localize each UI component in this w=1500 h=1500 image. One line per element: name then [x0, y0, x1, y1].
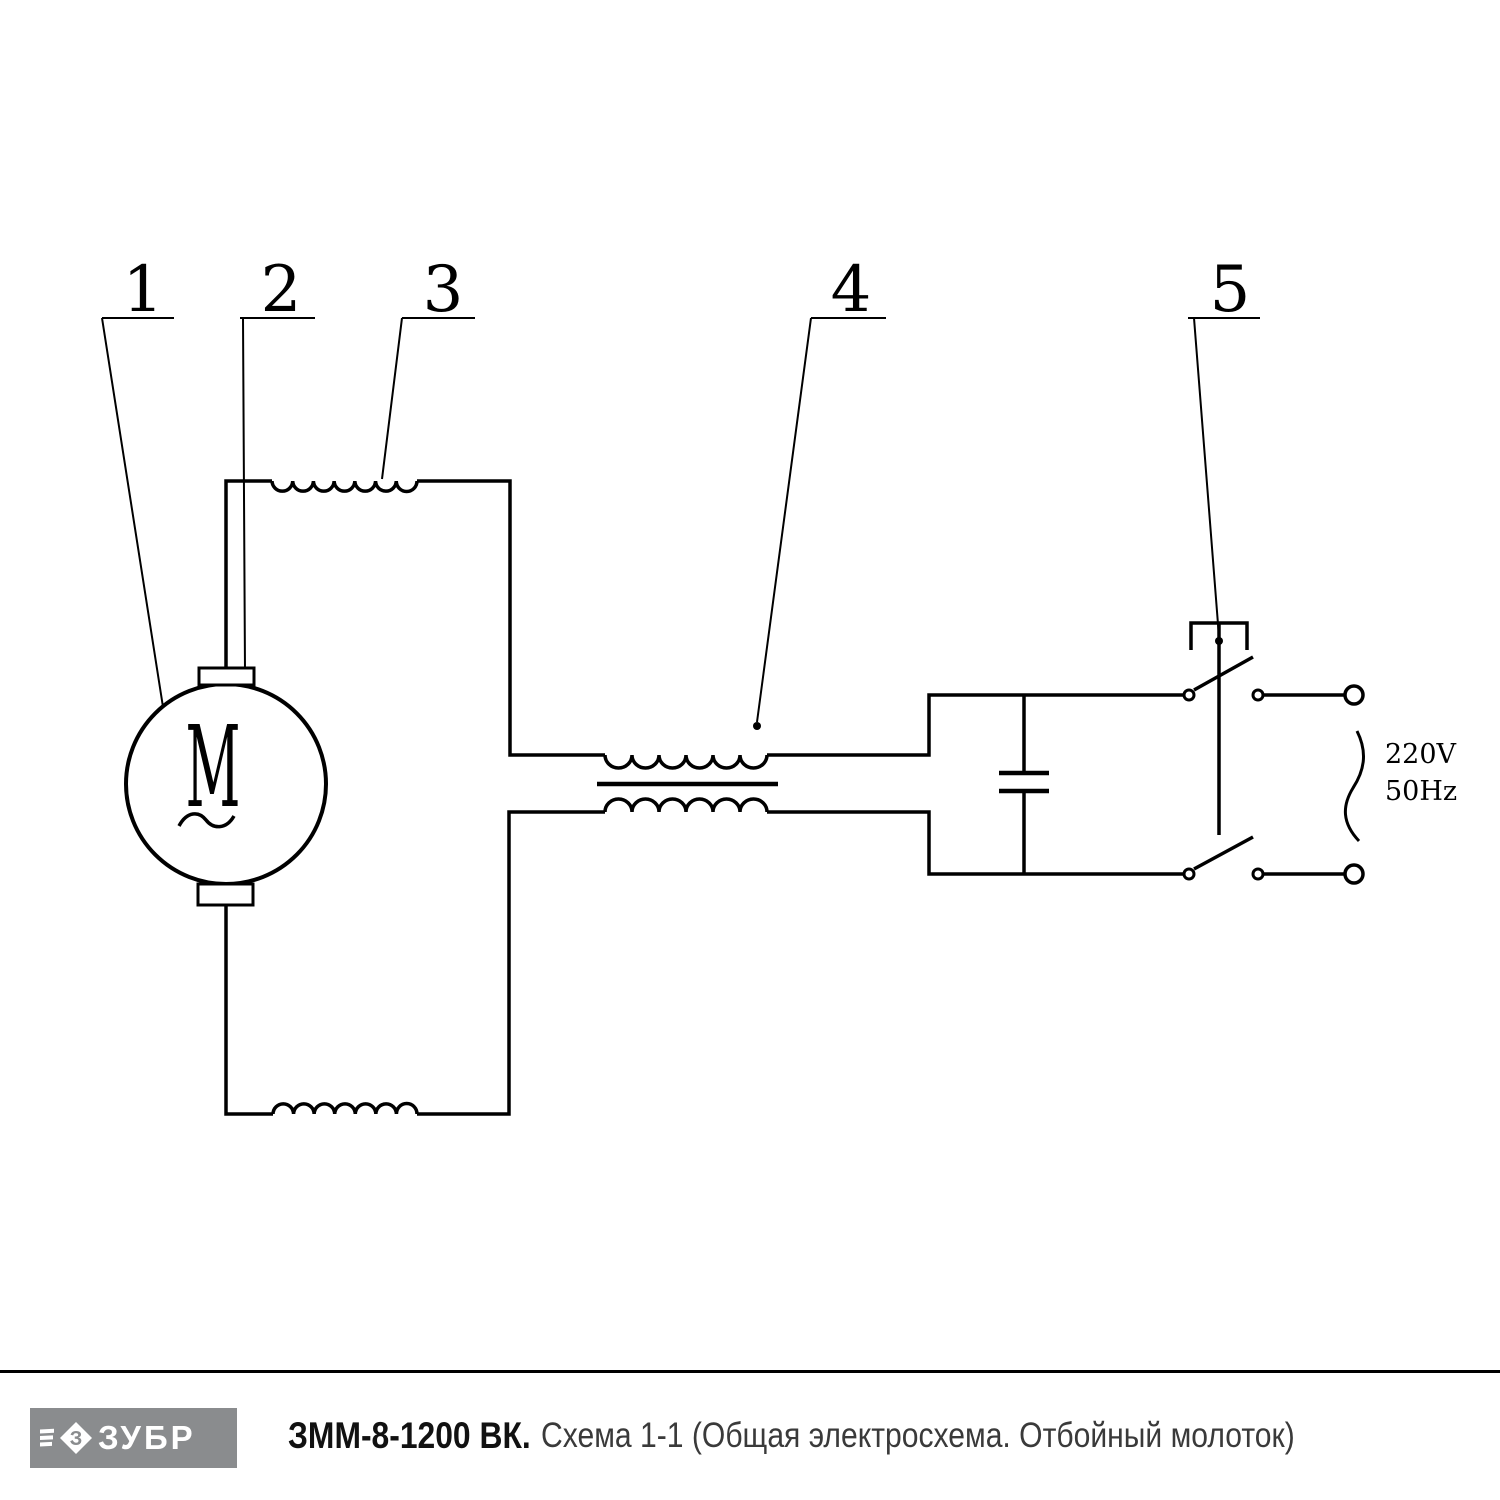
mains-terminal-bottom — [1343, 863, 1365, 885]
brand-mark-icon: З — [40, 1422, 92, 1454]
motor-brush-top — [197, 666, 256, 687]
switch-contact-top-left — [1182, 688, 1196, 702]
svg-text:З: З — [70, 1428, 83, 1450]
model-number: ЗММ-8-1200 ВК. — [288, 1415, 531, 1456]
diagram-subtitle: Схема 1-1 (Общая электросхема. Отбойный … — [541, 1416, 1295, 1455]
leader-line-5 — [1188, 317, 1260, 638]
ac-tilde-icon — [177, 812, 236, 829]
part-label-1: 1 — [123, 253, 164, 327]
leader-line-2 — [240, 317, 315, 673]
wire-choke-to-switch-bottom — [767, 810, 1184, 876]
leader-dot-4 — [753, 722, 761, 730]
callout-numbers: 1 2 3 4 5 — [123, 253, 1251, 327]
switch-contact-bottom-left — [1182, 867, 1196, 881]
motor-symbol: M — [124, 666, 328, 907]
capacitor-symbol — [999, 695, 1049, 874]
lower-winding-loop — [224, 810, 605, 1116]
switch-contact-bottom-right — [1251, 867, 1265, 881]
capacitor-plates — [999, 770, 1049, 794]
wire-top-loop-right — [417, 479, 605, 757]
motor-letter: M — [185, 701, 240, 832]
supply-brace — [1344, 730, 1365, 843]
footer-divider — [0, 1370, 1500, 1373]
brand-logo: З ЗУБР — [30, 1408, 237, 1468]
wire-motor-bottom — [224, 905, 273, 1116]
part-label-5: 5 — [1210, 253, 1251, 327]
mains-supply-label: 220V 50Hz — [1344, 730, 1457, 843]
part-label-2: 2 — [261, 253, 302, 327]
choke-coil-top — [603, 754, 769, 770]
switch-blade-top — [1193, 655, 1254, 692]
field-winding-top-coil — [270, 480, 419, 494]
diagram-title: ЗММ-8-1200 ВК. Схема 1-1 (Общая электрос… — [288, 1412, 1295, 1460]
switch-contact-top-right — [1251, 688, 1265, 702]
leader-line-3 — [381, 317, 475, 480]
brand-name: ЗУБР — [98, 1419, 196, 1456]
choke-coil-bottom — [603, 797, 769, 813]
supply-voltage: 220V — [1385, 739, 1457, 770]
switch-blade-bottom — [1193, 835, 1254, 871]
callout-leaders — [101, 317, 1260, 730]
leader-line-4 — [756, 317, 886, 723]
leader-line-1 — [101, 317, 174, 708]
part-label-4: 4 — [831, 253, 872, 327]
supply-frequency: 50Hz — [1385, 776, 1457, 807]
power-switch — [1182, 621, 1365, 885]
motor-brush-bottom — [196, 882, 255, 907]
suppression-choke — [597, 693, 1184, 876]
wire-bottom-loop-right — [417, 810, 605, 1116]
part-label-3: 3 — [423, 253, 464, 327]
wire-choke-to-switch-top — [767, 693, 1184, 757]
upper-winding-loop — [224, 479, 605, 757]
mains-terminal-top — [1343, 684, 1365, 706]
wire-motor-top — [224, 479, 272, 668]
field-winding-bottom-coil — [271, 1101, 419, 1115]
